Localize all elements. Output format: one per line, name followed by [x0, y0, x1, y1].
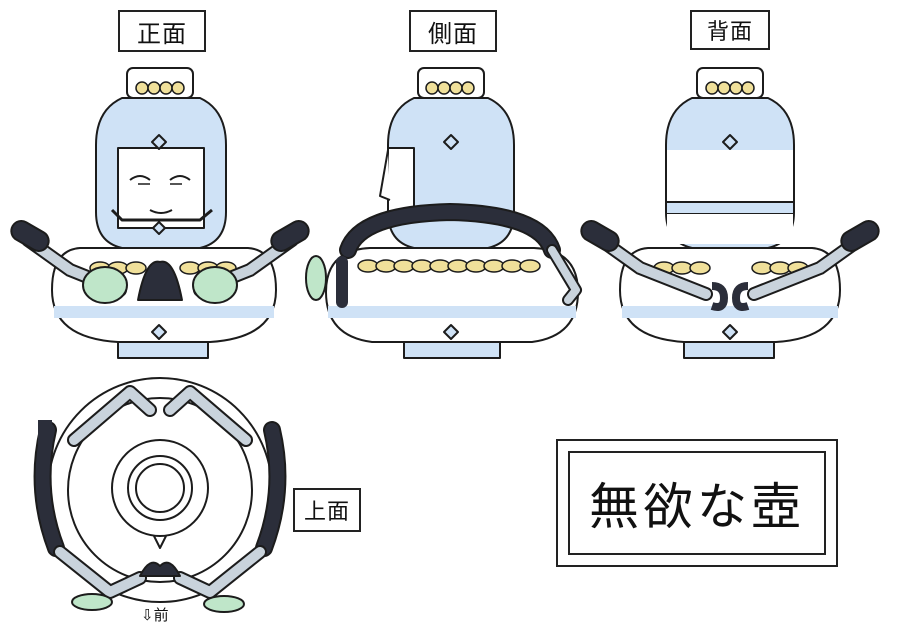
- side-view-label: 側面: [409, 10, 497, 52]
- front-view-label: 正面: [118, 10, 206, 52]
- front-direction-marker: ⇩前: [141, 606, 169, 624]
- title-frame: 無欲な壺: [556, 439, 838, 567]
- top-view-label: 上面: [293, 488, 361, 532]
- back-view-label: 背面: [690, 10, 770, 50]
- character-title: 無欲な壺: [568, 451, 826, 555]
